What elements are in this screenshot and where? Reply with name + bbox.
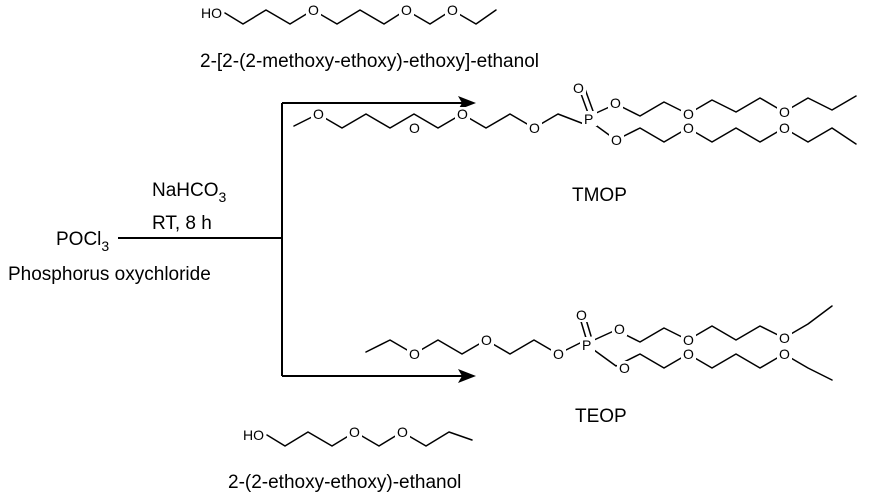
tmop-o: O [779, 104, 790, 120]
teop-o: O [779, 346, 790, 362]
teop-o: O [409, 346, 420, 362]
tmop-structure: O O O O O P O O O O O O [293, 80, 857, 148]
bottom-reagent-structure: HO O O [243, 424, 473, 447]
top-reagent-o2: O [401, 2, 412, 18]
teop-o: O [779, 330, 790, 346]
reagent-label: NaHCO3 [152, 180, 227, 205]
teop-o-double: O [576, 307, 587, 323]
teop-o: O [683, 346, 694, 362]
tmop-lower-arm [593, 123, 857, 145]
conditions-label: RT, 8 h [152, 213, 212, 234]
reactant-name: Phosphorus oxychloride [8, 264, 211, 285]
bottom-reagent-o2: O [397, 424, 408, 440]
tmop-o: O [610, 95, 621, 111]
top-reagent-structure: HO O O O [201, 2, 497, 25]
arrow-head-top [458, 96, 476, 110]
bottom-reagent-name: 2-(2-ethoxy-ethoxy)-ethanol [228, 472, 461, 493]
tmop-o: O [611, 132, 622, 148]
top-reagent-ho-label: HO [201, 5, 222, 21]
tmop-o: O [313, 106, 324, 122]
top-reagent-name: 2-[2-(2-methoxy-ethoxy)-ethoxy]-ethanol [200, 51, 539, 72]
teop-p: P [582, 337, 591, 353]
tmop-o: O [529, 120, 540, 136]
teop-o: O [619, 360, 630, 376]
reaction-arrows [118, 96, 476, 383]
product-top-name: TMOP [572, 185, 627, 206]
teop-upper-arm [593, 305, 833, 343]
tmop-o: O [683, 120, 694, 136]
teop-left-arm [365, 339, 583, 355]
top-reagent-o3: O [447, 2, 458, 18]
top-reagent-o1: O [308, 2, 319, 18]
bottom-reagent-ho-label: HO [243, 427, 264, 443]
tmop-o: O [457, 106, 468, 122]
bottom-reagent-o1: O [349, 424, 360, 440]
product-bottom-name: TEOP [575, 406, 627, 427]
arrow-head-bottom [458, 369, 476, 383]
tmop-upper-arm [593, 95, 857, 117]
tmop-o: O [683, 106, 694, 122]
tmop-o: O [409, 120, 420, 136]
teop-o: O [553, 346, 564, 362]
reactant-formula: POCl3 [56, 229, 109, 254]
teop-o: O [481, 332, 492, 348]
teop-o: O [614, 321, 625, 337]
bottom-reagent-chain [266, 431, 473, 447]
tmop-o: O [779, 120, 790, 136]
tmop-o-double: O [573, 80, 584, 96]
tmop-p: P [584, 111, 593, 127]
teop-structure: O O O O P O O O O O O [365, 305, 833, 381]
teop-o: O [683, 332, 694, 348]
